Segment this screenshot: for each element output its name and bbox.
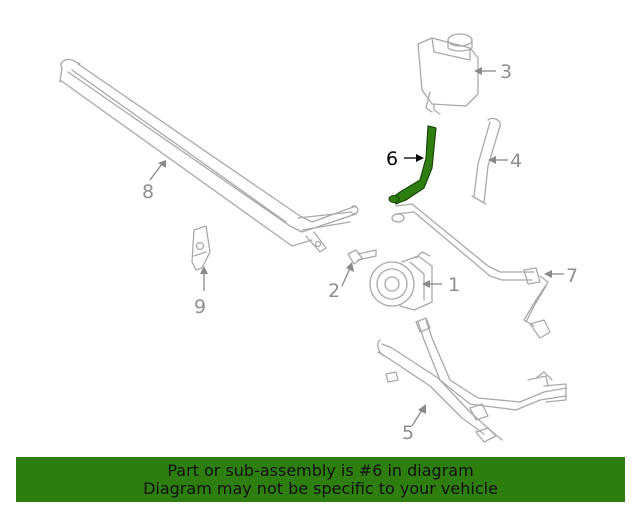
banner-line-2: Diagram may not be specific to your vehi… [143, 478, 498, 498]
banner-line-1: Part or sub-assembly is #6 in diagram [167, 460, 474, 480]
part-5-hose-assembly[interactable] [377, 317, 567, 443]
callout-3[interactable]: 3 [500, 61, 512, 83]
parts-diagram: 1 2 3 4 5 6 7 8 9 [59, 33, 578, 444]
leader-lines [149, 67, 564, 427]
callout-7[interactable]: 7 [566, 265, 578, 287]
part-4-hose[interactable] [471, 117, 501, 205]
callout-4[interactable]: 4 [510, 150, 522, 172]
part-6-hose-highlighted[interactable] [388, 125, 437, 205]
part-3-reservoir[interactable] [417, 33, 479, 115]
part-8-cooler-tube[interactable] [59, 58, 359, 253]
info-banner: Part or sub-assembly is #6 in diagram Di… [16, 457, 625, 502]
callout-8[interactable]: 8 [142, 181, 154, 203]
callout-1[interactable]: 1 [448, 274, 460, 296]
callout-6[interactable]: 6 [386, 148, 398, 170]
callout-2[interactable]: 2 [328, 280, 340, 302]
callout-5[interactable]: 5 [402, 422, 414, 444]
part-1-pump[interactable] [369, 251, 433, 311]
callout-9[interactable]: 9 [194, 296, 206, 318]
part-9-bracket[interactable] [191, 225, 211, 271]
part-2-bolt[interactable] [347, 249, 377, 265]
part-7-pressure-line[interactable] [391, 203, 551, 339]
